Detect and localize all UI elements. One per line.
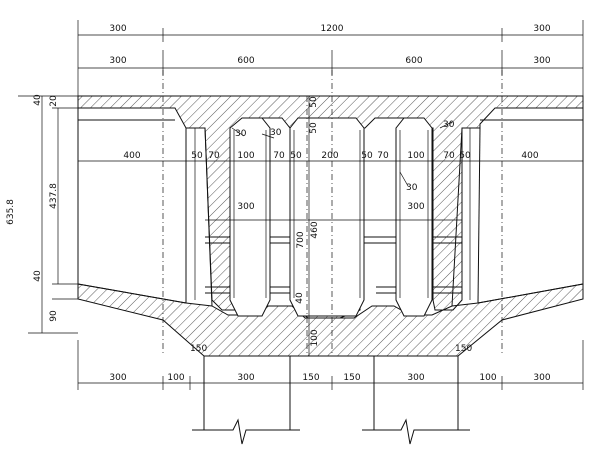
- chamfer-label-a: 30: [235, 129, 247, 139]
- dim-web-700: 700: [296, 231, 306, 248]
- dim-bottom-flange-40: 40: [295, 292, 305, 304]
- horizontal-dimensions: 400 50 70 100 70 50 200 50 70 100 70 50 …: [78, 151, 583, 221]
- dim-top-20: 20: [49, 95, 59, 107]
- dim-mid-40: 40: [33, 270, 43, 282]
- dim-bottom-150-a: 150: [302, 373, 319, 383]
- top-dimension-row-1: 300 1200 300: [77, 20, 584, 98]
- chamfer-callouts: 30 30 30 30 150 150: [190, 120, 472, 354]
- dim-bottom-100-a: 100: [167, 373, 184, 383]
- right-cantilever: [477, 108, 584, 304]
- dim-cantilever-left-400: 400: [123, 151, 140, 161]
- dim-main-height: 437.8: [49, 183, 59, 209]
- dim-row2-left-600: 600: [237, 56, 254, 66]
- dim-row2-left-300: 300: [109, 56, 126, 66]
- haunch-label-right-150: 150: [455, 344, 472, 354]
- left-dimension-chain: 635.8 437.8 40 20 40 90: [6, 94, 78, 334]
- dim-void-460: 460: [310, 221, 320, 238]
- dim-bottom-300-c: 300: [407, 373, 424, 383]
- right-outer-web: [451, 127, 481, 307]
- dim-row-100-b: 100: [407, 151, 424, 161]
- dim-cantilever-right-400: 400: [521, 151, 538, 161]
- dim-top-40: 40: [33, 94, 43, 106]
- chamfer-label-b: 30: [270, 128, 282, 138]
- dim-bottom-90: 90: [49, 310, 59, 322]
- vertical-dimensions: 700 460 40 100 50 50: [295, 96, 320, 356]
- left-cantilever: [77, 108, 187, 304]
- dim-top-1200: 1200: [321, 24, 344, 34]
- bottom-dimension-row: 300 100 300 150 150 300 100 300: [77, 340, 584, 390]
- dim-bottom-100-b: 100: [479, 373, 496, 383]
- dim-void-width-left-300: 300: [237, 202, 254, 212]
- dim-row-70-c: 70: [377, 151, 389, 161]
- dim-bottom-300-d: 300: [533, 373, 550, 383]
- dim-bottom-slab-100: 100: [310, 329, 320, 346]
- dim-top-slab-50: 50: [309, 122, 319, 134]
- diaphragm-stripes: [205, 236, 462, 294]
- top-dimension-row-2: 300 600 600 300: [78, 50, 583, 75]
- dim-row-50-d: 50: [459, 151, 471, 161]
- dim-bottom-150-b: 150: [343, 373, 360, 383]
- dim-row-70-d: 70: [443, 151, 455, 161]
- dim-row-50-b: 50: [290, 151, 302, 161]
- dim-total-height: 635.8: [6, 199, 16, 225]
- dim-row2-right-300: 300: [533, 56, 550, 66]
- dim-bottom-300-a: 300: [109, 373, 126, 383]
- dim-top-right-300: 300: [533, 24, 550, 34]
- right-box-void: [395, 117, 433, 317]
- dim-row-100-a: 100: [237, 151, 254, 161]
- pier-supports: [192, 356, 470, 445]
- dim-top-left-300: 300: [109, 24, 126, 34]
- dim-row-50-a: 50: [191, 151, 203, 161]
- dim-bottom-300-b: 300: [237, 373, 254, 383]
- dim-row-70-a: 70: [208, 151, 220, 161]
- axis-lines: [162, 70, 503, 356]
- dim-row-50-c: 50: [361, 151, 373, 161]
- dim-top-haunch-50: 50: [309, 96, 319, 108]
- chamfer-label-c: 30: [406, 183, 418, 193]
- center-box-void: [289, 96, 365, 356]
- left-box-void: [229, 117, 271, 317]
- dim-row2-right-600: 600: [405, 56, 422, 66]
- dim-void-width-right-300: 300: [407, 202, 424, 212]
- chamfer-label-d: 30: [443, 120, 455, 130]
- dim-row-70-b: 70: [273, 151, 285, 161]
- dim-row-200: 200: [321, 151, 338, 161]
- left-outer-web: [185, 127, 213, 307]
- haunch-label-left-150: 150: [190, 344, 207, 354]
